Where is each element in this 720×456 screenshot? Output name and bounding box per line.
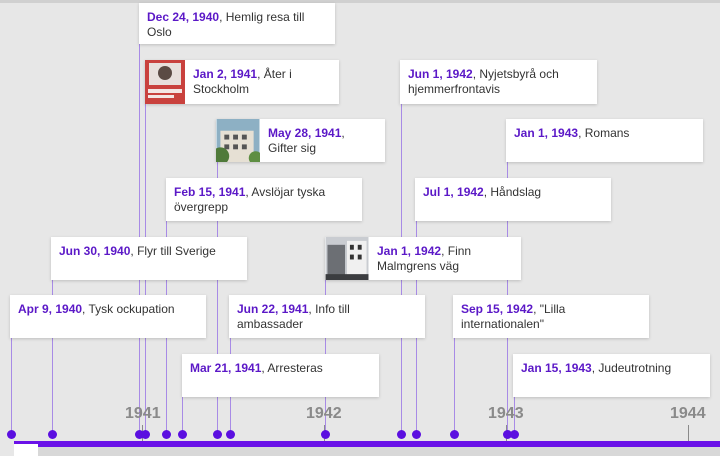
top-divider bbox=[0, 0, 720, 3]
event-date: Jan 1, 1943 bbox=[514, 126, 579, 140]
event-date: Jun 22, 1941 bbox=[237, 302, 309, 316]
event-date: Dec 24, 1940 bbox=[147, 10, 220, 24]
event-title: Romans bbox=[584, 126, 630, 140]
book-cover-thumbnail bbox=[145, 60, 185, 104]
event-marker[interactable] bbox=[450, 430, 459, 439]
event-text: Apr 9, 1940, Tysk ockupation bbox=[18, 302, 175, 316]
guide-line bbox=[182, 397, 183, 435]
event-card[interactable]: Jun 30, 1940, Flyr till Sverige bbox=[51, 237, 247, 280]
event-card[interactable]: Dec 24, 1940, Hemlig resa till Oslo bbox=[139, 3, 335, 44]
event-title: Info till ambassader bbox=[237, 302, 350, 331]
event-text: Jul 1, 1942, Håndslag bbox=[423, 185, 542, 199]
event-date: Feb 15, 1941 bbox=[174, 185, 246, 199]
event-date: Jun 1, 1942 bbox=[408, 67, 473, 81]
guide-line bbox=[11, 338, 12, 435]
event-date: Jan 1, 1942 bbox=[377, 244, 442, 258]
event-marker[interactable] bbox=[226, 430, 235, 439]
guide-line bbox=[217, 162, 218, 435]
year-tick bbox=[688, 425, 689, 441]
event-date: May 28, 1941 bbox=[268, 126, 342, 140]
event-card[interactable]: Jan 1, 1943, Romans bbox=[506, 119, 703, 162]
event-title: Tysk ockupation bbox=[88, 302, 175, 316]
event-title: Avslöjar tyska övergrepp bbox=[174, 185, 326, 214]
event-card[interactable]: Jan 1, 1942, Finn Malmgrens väg bbox=[325, 237, 521, 280]
event-card[interactable]: Apr 9, 1940, Tysk ockupation bbox=[10, 295, 206, 338]
event-date: Jan 15, 1943 bbox=[521, 361, 592, 375]
street-photo-thumbnail bbox=[325, 237, 369, 280]
event-text: Jan 2, 1941, Åter i Stockholm bbox=[193, 67, 292, 96]
event-text: May 28, 1941, Gifter sig bbox=[268, 126, 345, 155]
event-marker[interactable] bbox=[178, 430, 187, 439]
event-text: Jan 15, 1943, Judeutrotning bbox=[521, 361, 672, 375]
guide-line bbox=[514, 397, 515, 435]
event-card[interactable]: Jun 1, 1942, Nyjetsbyrå och hjemmerfront… bbox=[400, 60, 597, 104]
event-text: Jun 1, 1942, Nyjetsbyrå och hjemmerfront… bbox=[408, 67, 559, 96]
timeline-nav-track bbox=[14, 447, 720, 456]
event-card[interactable]: May 28, 1941, Gifter sig bbox=[216, 119, 385, 162]
event-title: Nyjetsbyrå och hjemmerfrontavis bbox=[408, 67, 559, 96]
event-title: Gifter sig bbox=[268, 141, 317, 155]
event-card[interactable]: Jul 1, 1942, Håndslag bbox=[415, 178, 611, 221]
event-text: Sep 15, 1942, "Lilla internationalen" bbox=[461, 302, 566, 331]
timeline-nav-handle[interactable] bbox=[14, 441, 38, 456]
event-card[interactable]: Mar 21, 1941, Arresteras bbox=[182, 354, 379, 397]
event-card[interactable]: Jan 15, 1943, Judeutrotning bbox=[513, 354, 710, 397]
event-marker[interactable] bbox=[503, 430, 512, 439]
event-title: Håndslag bbox=[490, 185, 542, 199]
event-title: Flyr till Sverige bbox=[137, 244, 216, 258]
event-date: Jan 2, 1941 bbox=[193, 67, 258, 81]
event-title: "Lilla internationalen" bbox=[461, 302, 566, 331]
event-title: Judeutrotning bbox=[598, 361, 672, 375]
building-photo-thumbnail bbox=[216, 119, 260, 162]
event-marker[interactable] bbox=[321, 430, 330, 439]
event-marker[interactable] bbox=[7, 430, 16, 439]
event-text: Jan 1, 1943, Romans bbox=[514, 126, 630, 140]
event-date: Jun 30, 1940 bbox=[59, 244, 131, 258]
event-card[interactable]: Jun 22, 1941, Info till ambassader bbox=[229, 295, 425, 338]
event-marker[interactable] bbox=[397, 430, 406, 439]
event-title: Åter i Stockholm bbox=[193, 67, 292, 96]
event-text: Feb 15, 1941, Avslöjar tyska övergrepp bbox=[174, 185, 326, 214]
guide-line bbox=[52, 280, 53, 435]
timeline-nav-bar[interactable] bbox=[14, 441, 720, 451]
event-text: Dec 24, 1940, Hemlig resa till Oslo bbox=[147, 10, 305, 39]
event-card[interactable]: Sep 15, 1942, "Lilla internationalen" bbox=[453, 295, 649, 338]
year-label: 1941 bbox=[125, 405, 161, 422]
year-label: 1942 bbox=[306, 405, 342, 422]
event-date: Mar 21, 1941 bbox=[190, 361, 262, 375]
event-title: Arresteras bbox=[267, 361, 323, 375]
event-card[interactable]: Jan 2, 1941, Åter i Stockholm bbox=[145, 60, 339, 104]
event-marker[interactable] bbox=[141, 430, 150, 439]
event-marker[interactable] bbox=[135, 430, 144, 439]
event-marker[interactable] bbox=[510, 430, 519, 439]
event-text: Jun 30, 1940, Flyr till Sverige bbox=[59, 244, 216, 258]
guide-line bbox=[454, 338, 455, 435]
event-date: Apr 9, 1940 bbox=[18, 302, 83, 316]
event-date: Jul 1, 1942 bbox=[423, 185, 484, 199]
event-card[interactable]: Feb 15, 1941, Avslöjar tyska övergrepp bbox=[166, 178, 362, 221]
event-title: Finn Malmgrens väg bbox=[377, 244, 472, 273]
event-text: Mar 21, 1941, Arresteras bbox=[190, 361, 323, 375]
event-text: Jan 1, 1942, Finn Malmgrens väg bbox=[377, 244, 472, 273]
event-date: Sep 15, 1942 bbox=[461, 302, 534, 316]
event-text: Jun 22, 1941, Info till ambassader bbox=[237, 302, 350, 331]
event-marker[interactable] bbox=[48, 430, 57, 439]
year-label: 1944 bbox=[670, 405, 706, 422]
event-title: Hemlig resa till Oslo bbox=[147, 10, 305, 39]
event-marker[interactable] bbox=[213, 430, 222, 439]
event-marker[interactable] bbox=[162, 430, 171, 439]
year-label: 1943 bbox=[488, 405, 524, 422]
event-marker[interactable] bbox=[412, 430, 421, 439]
